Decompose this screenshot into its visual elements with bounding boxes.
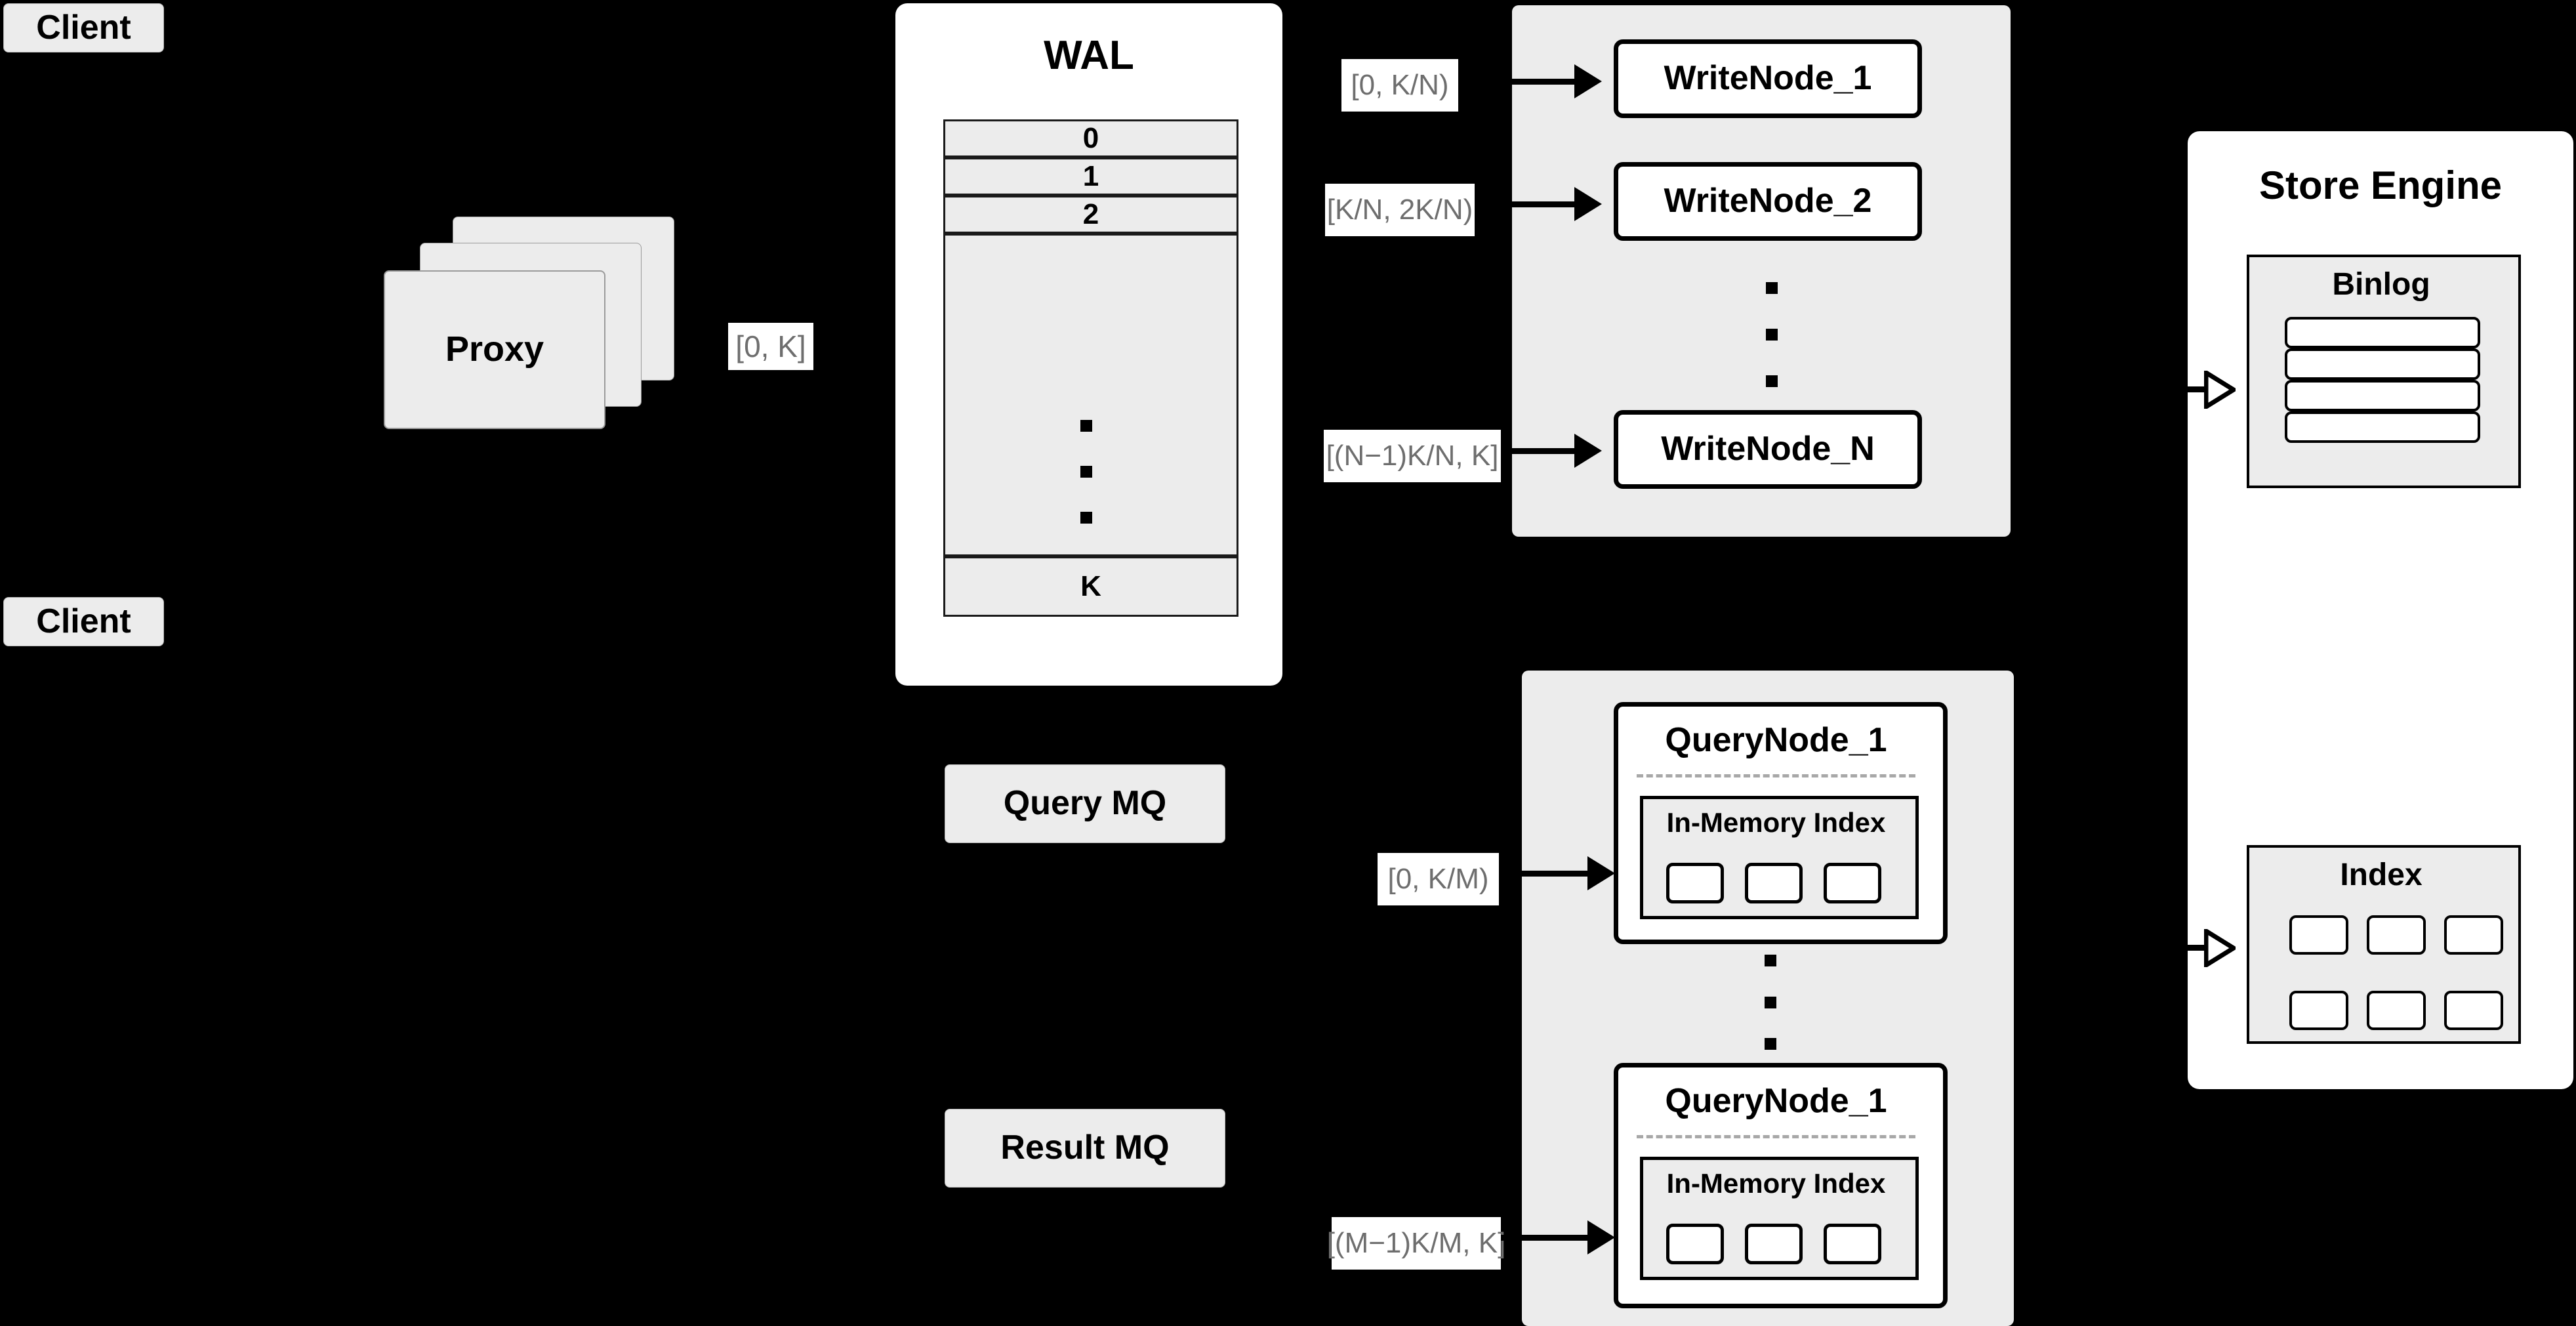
binlog-row-3[interactable] [2285,380,2480,411]
index-cell-4[interactable] [2289,991,2348,1030]
query-node-1-segment-3[interactable] [1824,863,1881,903]
range-label-write-2: [K/N, 2K/N) [1325,184,1475,236]
wal-title: WAL [1044,32,1134,78]
arrowhead-binlog-icon [2203,368,2238,411]
query-node-m-title: QueryNode_1 [1665,1082,1887,1121]
range-text: [0, K] [735,329,806,363]
client-label-1: Client [36,8,131,47]
index-cell-2[interactable] [2367,915,2426,955]
query-node-1-segment-2[interactable] [1745,863,1803,903]
arrowhead-query-1 [1587,856,1615,890]
index-cell-1[interactable] [2289,915,2348,955]
connector-query-1 [1499,871,1601,877]
store-engine-title: Store Engine [2259,163,2503,207]
range-label-query-1: [0, K/M) [1378,853,1499,905]
arrowhead-query-m [1587,1220,1615,1254]
client-box-1[interactable]: Client [3,3,164,52]
connector-query-m [1501,1235,1601,1241]
binlog-row-2[interactable] [2285,348,2480,380]
range-label-query-m: [(M−1)K/M, K] [1327,1217,1505,1270]
wal-ellipsis-icon [1079,420,1094,524]
index-cell-6[interactable] [2444,991,2503,1030]
range-label-write-n: [(N−1)K/N, K] [1324,430,1501,482]
query-node-m-divider [1637,1135,1915,1138]
binlog-row-4[interactable] [2285,411,2480,443]
connector-index [2158,945,2211,951]
client-box-2[interactable]: Client [3,597,164,646]
connector-write-1 [1462,79,1586,85]
write-node-2[interactable]: WriteNode_2 [1614,162,1922,241]
connector-write-2 [1476,201,1587,207]
arrowhead-write-n [1574,434,1602,468]
range-label-proxy-to-wal: [0, K] [728,323,813,370]
proxy-box[interactable]: Proxy [384,270,605,429]
arrowhead-write-2 [1574,187,1602,221]
write-node-n[interactable]: WriteNode_N [1614,410,1922,489]
wal-entry-0: 0 [943,119,1238,157]
proxy-label: Proxy [445,329,544,369]
client-label-2: Client [36,602,131,640]
wal-entry-2: 2 [943,196,1238,234]
query-node-1-title: QueryNode_1 [1665,721,1887,760]
binlog-row-1[interactable] [2285,317,2480,348]
result-mq-box[interactable]: Result MQ [945,1109,1225,1188]
connector-binlog [2158,386,2211,392]
range-label-write-1: [0, K/N) [1341,59,1458,112]
index-cell-3[interactable] [2444,915,2503,955]
write-cluster-ellipsis-icon [1765,282,1779,387]
wal-entry-1: 1 [943,157,1238,196]
write-node-1[interactable]: WriteNode_1 [1614,39,1922,118]
binlog-title: Binlog [2332,266,2430,302]
query-node-1-divider [1637,774,1915,777]
query-node-1-segment-1[interactable] [1666,863,1724,903]
query-node-m-segment-2[interactable] [1745,1224,1803,1264]
query-node-m-memory-index-title: In-Memory Index [1666,1167,1886,1199]
wal-entry-k: K [943,556,1238,617]
index-title: Index [2340,857,2423,892]
query-cluster-ellipsis-icon [1763,955,1778,1050]
query-node-1-memory-index-title: In-Memory Index [1666,806,1886,838]
query-node-m-segment-3[interactable] [1824,1224,1881,1264]
arrowhead-index-icon [2203,926,2238,970]
index-cell-5[interactable] [2367,991,2426,1030]
connector-write-n [1501,448,1587,454]
arrowhead-write-1 [1574,64,1602,98]
query-node-m-segment-1[interactable] [1666,1224,1724,1264]
query-mq-box[interactable]: Query MQ [945,764,1225,843]
wal-entry-gap [943,234,1238,556]
